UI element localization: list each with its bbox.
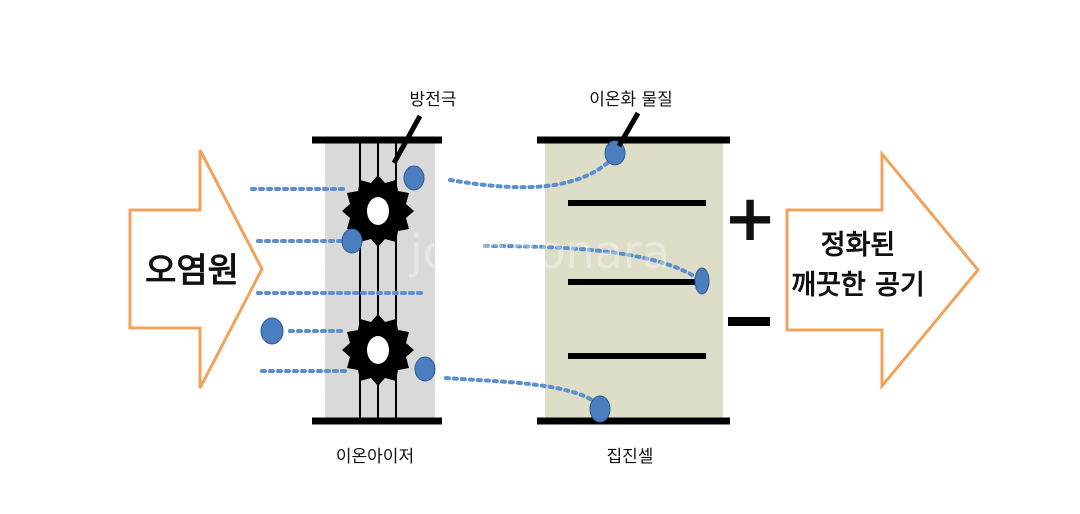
ionized-material-pointer (616, 111, 641, 148)
path-to-middle-plate (483, 244, 702, 282)
circle-dot-icon (403, 165, 425, 191)
minus-sign (728, 317, 770, 326)
watermark-text: joongonara (409, 225, 670, 279)
gear-icon (342, 175, 414, 247)
path-to-top-plate (448, 156, 615, 190)
discharge-electrode-label: 방전극 (410, 90, 457, 110)
input-arrow (128, 149, 264, 389)
circle-dot-icon (604, 140, 626, 166)
circle-dot-icon (589, 395, 611, 423)
circle-dot-icon (260, 317, 284, 345)
path-to-bottom-plate (444, 376, 600, 406)
clean-air-label-line1: 정화된 (821, 230, 896, 261)
pollution-source-label: 오염원 (145, 251, 239, 291)
ionizer-label: 이온아이저 (336, 447, 414, 467)
clean-air-label-line2: 깨끗한 공기 (791, 270, 925, 301)
discharge-electrode-pointer (391, 114, 423, 165)
output-arrow (785, 149, 980, 391)
incoming-particle-paths (250, 187, 427, 373)
circle-dot-icon (414, 356, 436, 382)
gear-icon (342, 314, 414, 386)
circle-dot-icon (694, 267, 710, 295)
plus-sign: + (723, 182, 777, 256)
particles (260, 140, 710, 423)
collector-particle-paths (444, 156, 702, 406)
ionized-material-label: 이온화 물질 (589, 90, 673, 110)
collector-cell-label: 집진셀 (607, 447, 654, 467)
circle-dot-icon (341, 228, 363, 254)
